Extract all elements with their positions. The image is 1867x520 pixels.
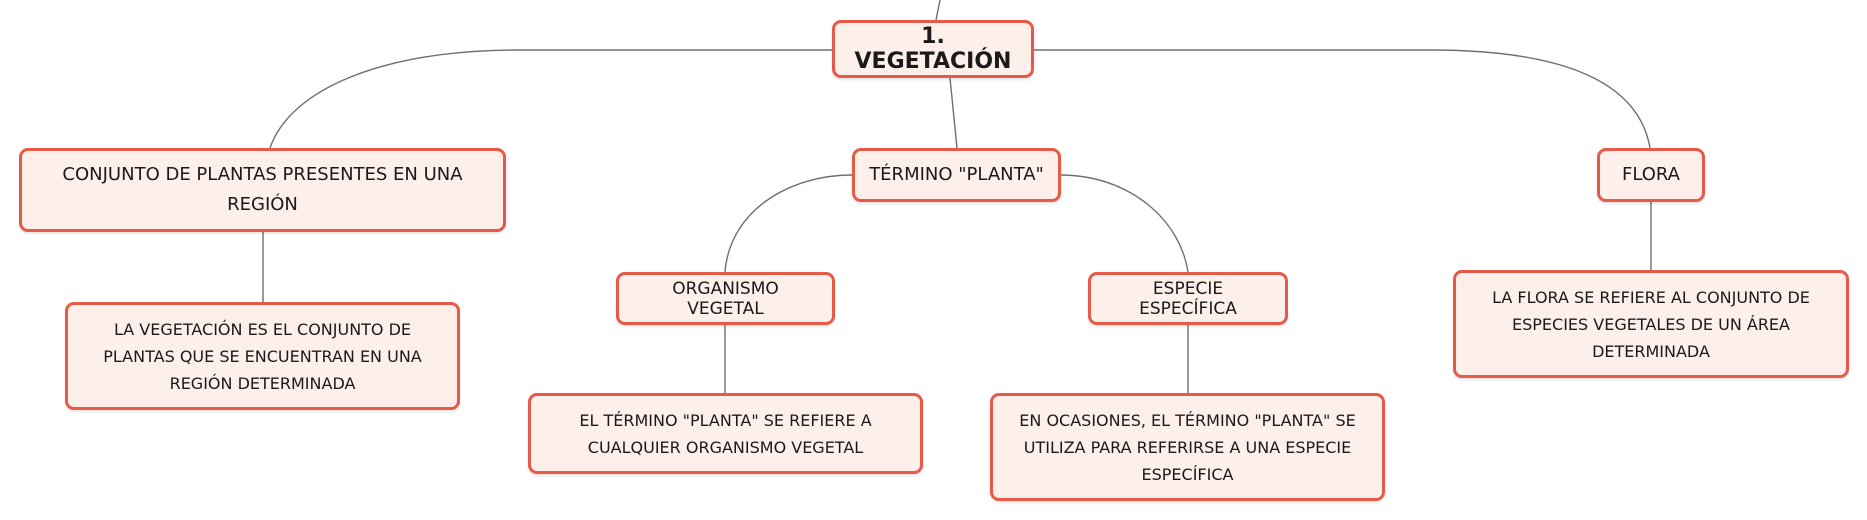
branch-right-detail-text: LA FLORA SE REFIERE AL CONJUNTO DE ESPEC… <box>1492 287 1810 361</box>
connector-center-subright <box>1059 174 1189 273</box>
sub-right-label: ESPECIE ESPECÍFICA <box>1139 278 1237 319</box>
root-topic-label: 1. VEGETACIÓN <box>854 24 1012 74</box>
root-topic-node[interactable]: 1. VEGETACIÓN <box>832 20 1034 78</box>
connector-parent-root <box>935 0 941 21</box>
connector-center-subleft <box>724 174 853 273</box>
sub-left-detail-text: EL TÉRMINO "PLANTA" SE REFIERE A CUALQUI… <box>579 410 872 457</box>
sub-left-detail-node[interactable]: EL TÉRMINO "PLANTA" SE REFIERE A CUALQUI… <box>528 393 923 474</box>
branch-left-detail-node[interactable]: LA VEGETACIÓN ES EL CONJUNTO DE PLANTAS … <box>65 302 460 410</box>
branch-left-node[interactable]: CONJUNTO DE PLANTAS PRESENTES EN UNA REG… <box>19 148 506 232</box>
sub-left-node[interactable]: ORGANISMO VEGETAL <box>616 272 835 325</box>
sub-left-label: ORGANISMO VEGETAL <box>672 278 779 319</box>
branch-center-node[interactable]: TÉRMINO "PLANTA" <box>852 148 1061 202</box>
branch-right-node[interactable]: FLORA <box>1597 148 1705 202</box>
branch-left-detail-text: LA VEGETACIÓN ES EL CONJUNTO DE PLANTAS … <box>103 319 422 393</box>
sub-right-detail-text: EN OCASIONES, EL TÉRMINO "PLANTA" SE UTI… <box>1019 410 1356 484</box>
connector-root-center <box>949 77 958 149</box>
sub-right-node[interactable]: ESPECIE ESPECÍFICA <box>1088 272 1288 325</box>
branch-right-label: FLORA <box>1622 164 1680 185</box>
connector-root-right <box>1034 49 1651 149</box>
connector-root-left <box>269 49 834 149</box>
branch-center-label: TÉRMINO "PLANTA" <box>869 164 1044 185</box>
branch-right-detail-node[interactable]: LA FLORA SE REFIERE AL CONJUNTO DE ESPEC… <box>1453 270 1849 378</box>
sub-right-detail-node[interactable]: EN OCASIONES, EL TÉRMINO "PLANTA" SE UTI… <box>990 393 1385 501</box>
branch-left-label: CONJUNTO DE PLANTAS PRESENTES EN UNA REG… <box>62 164 463 215</box>
